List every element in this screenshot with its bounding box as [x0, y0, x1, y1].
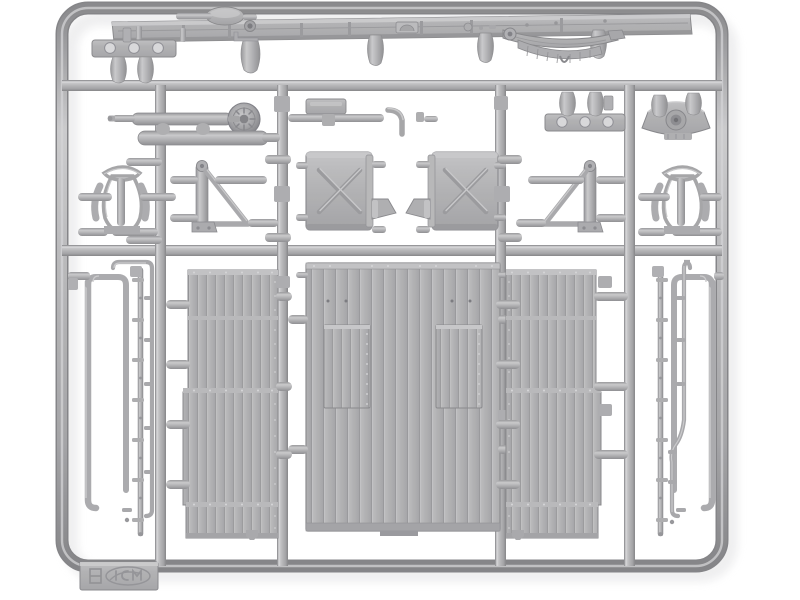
- three-lamp-bracket-left: [91, 27, 177, 84]
- side-panel-gates: [166, 276, 628, 489]
- pioneer-tool-shovel-left: [78, 165, 176, 236]
- jerry-can-right: [405, 151, 506, 233]
- icm-logo: [105, 566, 151, 586]
- cargo-side-panel-right: [505, 269, 602, 540]
- runner-vertical-2: [277, 85, 288, 566]
- sprue-letter-B: [89, 568, 102, 584]
- runner-vertical-4: [624, 85, 635, 566]
- sprue-cross-links-mid: [126, 96, 522, 244]
- runner-vertical-1: [155, 85, 166, 566]
- tailgate-stay-bracket-left: [170, 159, 278, 233]
- leaf-spring-assembly: [502, 27, 626, 64]
- wheel-arch-cover-left: [323, 324, 371, 409]
- runner-horizontal-mid: [62, 245, 722, 256]
- stake-pocket-rail-left: [130, 266, 144, 537]
- chassis-side-rail: [111, 13, 693, 74]
- sprue-id-tag: [79, 561, 159, 591]
- jerry-can-left: [296, 151, 397, 233]
- exhaust-muffler: [176, 6, 257, 26]
- sprue-outer-frame: [55, 1, 729, 573]
- cargo-side-panel-left: [182, 269, 279, 540]
- cargo-bed-floor-rivets: [312, 264, 494, 268]
- upper-right-bent-rod: [385, 107, 438, 137]
- stake-pocket-rail-right: [652, 266, 668, 537]
- runner-horizontal-top: [62, 80, 722, 91]
- wheel-arch-cover-right: [435, 324, 483, 409]
- pioneer-tool-shovel-right: [638, 165, 722, 236]
- leaf-spring-leaves: [517, 39, 603, 64]
- axle-tie-bar: [137, 123, 280, 146]
- tilt-bow-rail-right: [668, 259, 724, 525]
- differential-axle-housing: [641, 92, 711, 140]
- upper-right-bracket: [288, 98, 384, 126]
- three-lamp-bracket-right: [544, 91, 626, 132]
- drive-shaft-with-hub: [107, 102, 261, 136]
- tilt-bow-rail-left: [68, 259, 155, 523]
- tailgate-stay-bracket-right: [516, 159, 626, 233]
